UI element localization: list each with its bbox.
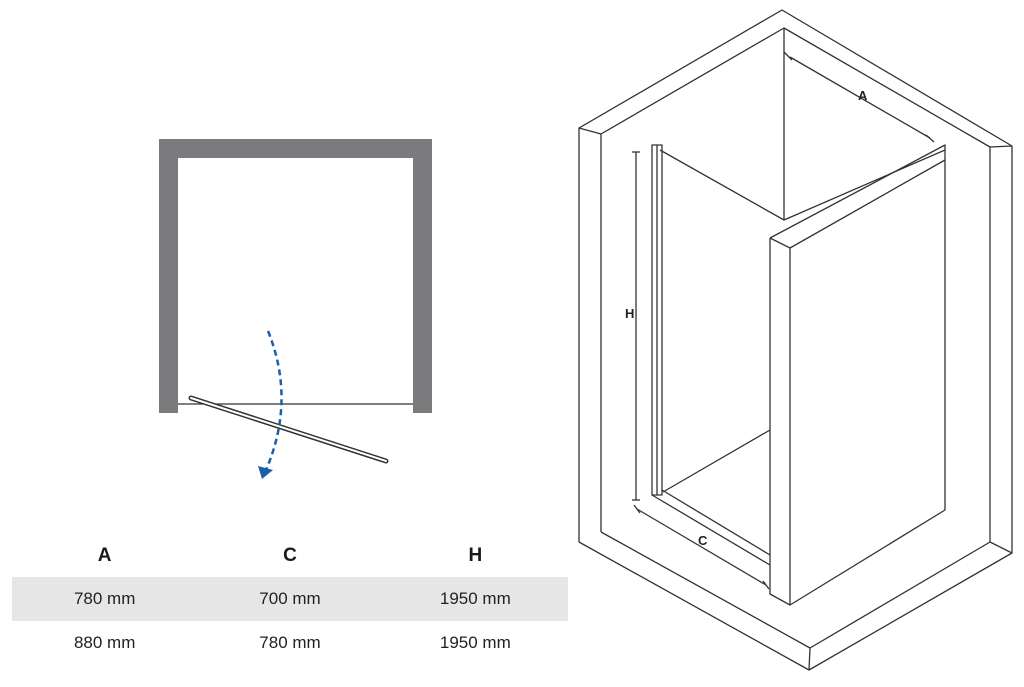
dimension-a	[789, 56, 931, 139]
left-wall	[159, 139, 178, 413]
table-cell: 780 mm	[12, 577, 198, 621]
table-row: 880 mm 780 mm 1950 mm	[12, 621, 568, 665]
label-a: A	[858, 88, 868, 103]
table-header-row: A C H	[12, 535, 568, 577]
dimension-c	[636, 508, 767, 586]
pivot-door	[188, 395, 389, 464]
header-c: C	[283, 545, 297, 566]
side-panel	[769, 144, 946, 606]
dimensions-table: A C H 780 mm 700 mm 1950 mm 880 mm 780 m…	[12, 535, 568, 665]
floor-outline	[600, 531, 811, 649]
plan-walls	[159, 139, 432, 413]
table-cell: 880 mm	[73, 633, 136, 652]
isometric-view-diagram: A H C	[578, 9, 1013, 671]
table-cell: 1950 mm	[382, 577, 568, 621]
header-a: A	[97, 545, 112, 566]
table-cell: 1950 mm	[439, 633, 511, 652]
header-h: H	[468, 545, 483, 566]
label-h: H	[625, 306, 634, 321]
plan-view-diagram	[159, 139, 432, 479]
table-cell: 780 mm	[259, 633, 321, 652]
swing-arrow	[258, 330, 283, 479]
table-row: 780 mm 700 mm 1950 mm	[12, 577, 568, 621]
swing-arrow-head	[258, 466, 273, 479]
label-c: C	[698, 533, 708, 548]
right-wall	[413, 139, 432, 413]
back-wall	[159, 139, 432, 158]
table-cell: 700 mm	[197, 577, 383, 621]
wall-inner-edge	[600, 27, 991, 532]
